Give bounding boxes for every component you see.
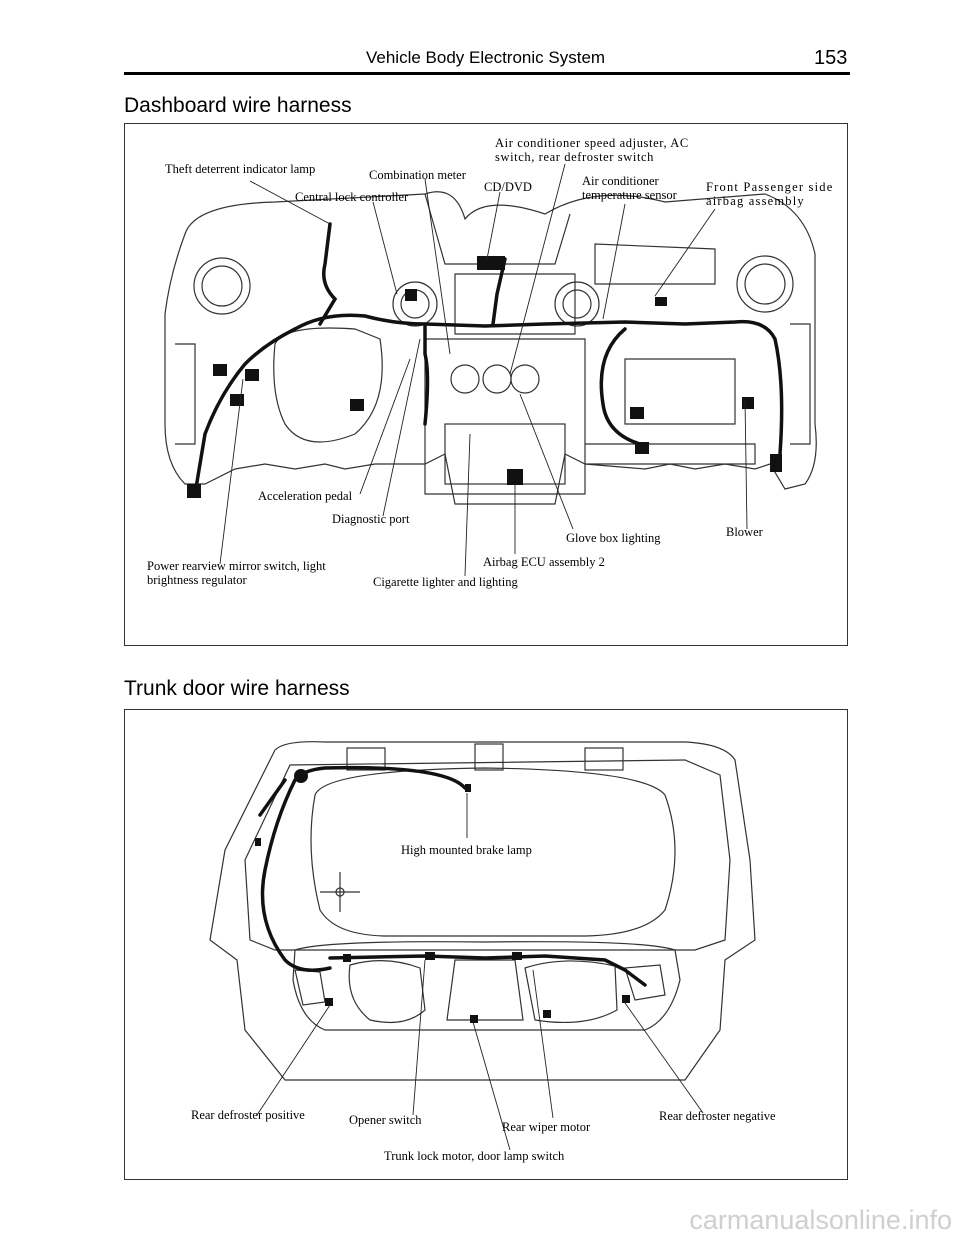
label-combination-meter: Combination meter [369,168,466,182]
label-acceleration-pedal: Acceleration pedal [258,489,353,503]
page-header-title: Vehicle Body Electronic System [366,48,606,67]
label-rear-defroster-positive: Rear defroster positive [191,1108,305,1122]
label-trunk-lock-motor: Trunk lock motor, door lamp switch [384,1149,565,1163]
dashboard-figure: Theft deterrent indicator lamp Combinati… [124,123,848,646]
label-opener-switch: Opener switch [349,1113,422,1127]
label-cd-dvd: CD/DVD [484,180,532,194]
section-title-trunk-door: Trunk door wire harness [124,677,350,700]
label-glove-box-lighting: Glove box lighting [566,531,661,545]
label-diagnostic-port: Diagnostic port [332,512,410,526]
section-title-dashboard: Dashboard wire harness [124,94,352,117]
label-airbag-ecu-assembly: Airbag ECU assembly 2 [483,555,605,569]
watermark: carmanualsonline.info [689,1205,952,1235]
label-power-rearview-mirror-switch: Power rearview mirror switch, light brig… [147,559,326,587]
label-theft-deterrent-indicator-lamp: Theft deterrent indicator lamp [165,162,316,176]
dashboard-harness-drawing [164,163,817,577]
header-rule [124,72,850,75]
label-ac-temperature-sensor: Air conditioner temperature sensor [582,174,677,202]
label-front-passenger-airbag: Front Passenger side airbag assembly [706,180,834,208]
trunk-harness-drawing [209,741,756,1151]
label-cigarette-lighter: Cigarette lighter and lighting [373,575,518,589]
label-ac-speed-adjuster: Air conditioner speed adjuster, AC switc… [495,136,689,164]
label-rear-defroster-negative: Rear defroster negative [659,1109,776,1123]
label-high-mounted-brake-lamp: High mounted brake lamp [401,843,532,857]
label-rear-wiper-motor: Rear wiper motor [502,1120,591,1134]
label-blower: Blower [726,525,763,539]
page-number: 153 [814,47,848,69]
label-central-lock-controller: Central lock controller [295,190,409,204]
trunk-door-figure: High mounted brake lamp Rear defroster p… [124,709,848,1180]
